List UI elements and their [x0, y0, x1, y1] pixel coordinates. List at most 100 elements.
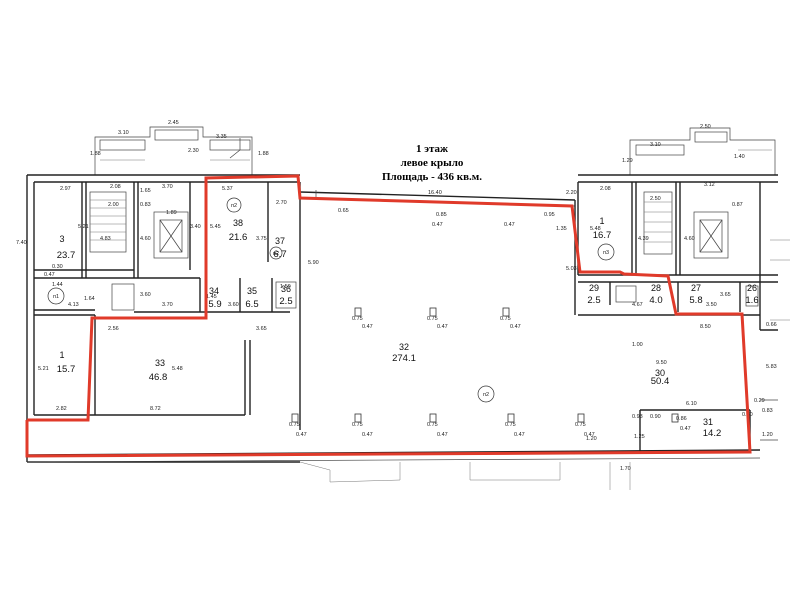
dim-label: 5.21 — [38, 366, 49, 372]
dim-label: 0.47 — [296, 432, 307, 438]
dim-label: 2.50 — [700, 124, 711, 130]
dim-label: 0.83 — [140, 202, 151, 208]
dim-label: 2.20 — [566, 190, 577, 196]
dim-label: 2.45 — [168, 120, 179, 126]
dim-label: 1.40 — [734, 154, 745, 160]
dim-label: 2.08 — [110, 184, 121, 190]
hall-walls — [26, 190, 761, 490]
room-label: 34 5.9 — [208, 286, 221, 310]
room-number: 28 — [651, 283, 661, 293]
room-label: 37 6.7 — [273, 236, 286, 260]
room-labels: 1 15.7 3 23.7 33 46.8 34 5.9 35 6.5 36 2… — [57, 216, 759, 439]
dim-label: 1.20 — [586, 436, 597, 442]
room-area: 274.1 — [392, 353, 416, 364]
title-floor: 1 этаж — [416, 143, 448, 155]
dim-label: 3.60 — [228, 302, 239, 308]
title-wing: левое крыло — [401, 157, 464, 169]
stair-marker — [269, 246, 283, 260]
room-number: 29 — [589, 283, 599, 293]
title-area: Площадь - 436 кв.м. — [382, 171, 482, 183]
dim-label: 1.89 — [166, 210, 177, 216]
dim-label: 2.30 — [188, 148, 199, 154]
right-block-walls — [577, 127, 790, 452]
dim-label: 3.35 — [216, 134, 227, 140]
dim-label: 1.64 — [84, 296, 95, 302]
room-label: 3 23.7 — [57, 234, 76, 261]
room-label: 36 2.5 — [279, 284, 292, 307]
room-label: 1 16.7 — [593, 216, 612, 241]
dim-label: 0.75 — [427, 422, 438, 428]
dim-label: 0.30 — [52, 264, 63, 270]
room-number: 38 — [233, 218, 243, 228]
dim-label: 4.67 — [632, 302, 643, 308]
dim-label: 3.75 — [256, 236, 267, 242]
room-area: 16.7 — [593, 230, 612, 241]
room-label: 29 2.5 — [587, 283, 600, 306]
dim-label: 3.60 — [140, 292, 151, 298]
dim-label: 1.70 — [620, 466, 631, 472]
dim-label: 0.86 — [676, 416, 687, 422]
dim-label: 0.47 — [437, 324, 448, 330]
room-area: 5.8 — [689, 295, 702, 306]
room-label: 33 46.8 — [149, 358, 168, 383]
dim-label: 0.66 — [766, 322, 777, 328]
room-area: 2.5 — [587, 295, 600, 306]
stair-label: п2 — [483, 392, 489, 398]
columns — [291, 307, 679, 423]
dim-label: 2.50 — [650, 196, 661, 202]
dim-label: 8.50 — [700, 324, 711, 330]
room-number: 35 — [247, 286, 257, 296]
dim-label: 1.00 — [632, 342, 643, 348]
dim-label: 3.10 — [118, 130, 129, 136]
dim-label: 0.47 — [514, 432, 525, 438]
stair-marker — [597, 243, 615, 261]
dim-label: 5.03 — [566, 266, 577, 272]
dim-label: 0.47 — [44, 272, 55, 278]
stair-marker — [226, 197, 242, 213]
room-label: 30 50.4 — [651, 368, 670, 387]
room-area: 46.8 — [149, 372, 168, 383]
room-number: 30 — [655, 368, 665, 378]
dim-label: 0.65 — [338, 208, 349, 214]
dim-label: 0.47 — [437, 432, 448, 438]
room-area: 5.9 — [208, 299, 221, 310]
room-number: 1 — [59, 350, 64, 360]
room-area: 23.7 — [57, 250, 76, 261]
plan-title: 1 этаж левое крыло Площадь - 436 кв.м. — [382, 143, 482, 183]
dim-label: 5.37 — [222, 186, 233, 192]
dim-label: 2.00 — [108, 202, 119, 208]
room-area: 15.7 — [57, 364, 76, 375]
dim-label: 1.88 — [258, 151, 269, 157]
room-area: 2.5 — [279, 296, 292, 307]
room-number: 3 — [59, 234, 64, 244]
room-label: 35 6.5 — [245, 286, 258, 310]
dim-label: 5.48 — [172, 366, 183, 372]
stair-label: п2 — [231, 203, 237, 209]
dim-label: 0.75 — [505, 422, 516, 428]
dim-label: 5.45 — [210, 224, 221, 230]
dim-label: 4.39 — [638, 236, 649, 242]
stair-markers: п1 п2 п2 п2 п3 — [47, 197, 615, 403]
dim-label: 0.83 — [762, 408, 773, 414]
room-area: 4.0 — [649, 295, 662, 306]
dim-label: 1.50 — [280, 284, 291, 290]
dim-label: 1.44 — [52, 282, 63, 288]
dim-label: 0.47 — [680, 426, 691, 432]
dim-label: 1.88 — [90, 151, 101, 157]
dim-label: 1.20 — [762, 432, 773, 438]
dim-label: 5.83 — [766, 364, 777, 370]
room-number: 37 — [275, 236, 285, 246]
stair-label: п3 — [603, 250, 609, 256]
room-number: 27 — [691, 283, 701, 293]
dim-label: 1.45 — [206, 294, 217, 300]
dim-label: 4.60 — [140, 236, 151, 242]
dim-label: 0.93 — [632, 414, 643, 420]
dim-label: 0.75 — [500, 316, 511, 322]
room-label: 1 15.7 — [57, 350, 76, 375]
dim-label: 5.90 — [308, 260, 319, 266]
dim-label: 0.75 — [352, 422, 363, 428]
dim-label: 0.75 — [427, 316, 438, 322]
dim-label: 0.29 — [754, 398, 765, 404]
room-area: 6.7 — [273, 249, 286, 260]
